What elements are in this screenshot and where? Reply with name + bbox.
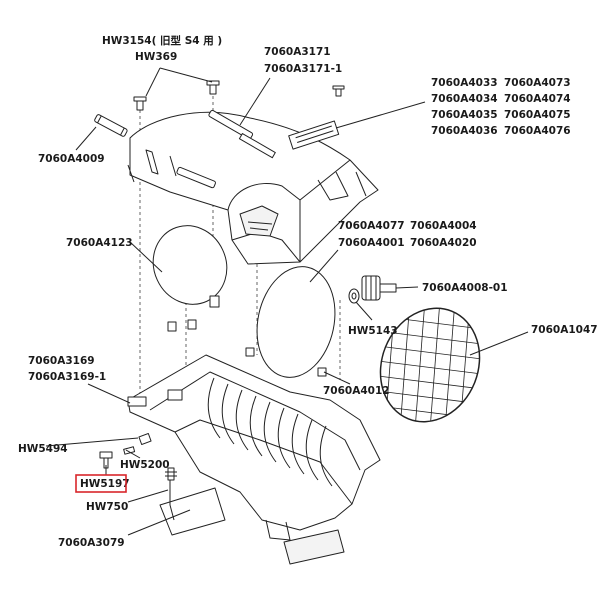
lower-base-housing: [127, 354, 381, 541]
label-hw750: HW750: [86, 501, 128, 513]
part-disc-4123: [152, 225, 228, 305]
label-7060a4077: 7060A4077: [338, 220, 405, 232]
bottom-panel: [159, 487, 345, 565]
label-7060a4008-01: 7060A4008-01: [422, 282, 508, 294]
label-7060a3171-1: 7060A3171-1: [264, 63, 342, 75]
label-hw5197: HW5197: [80, 478, 130, 490]
label-7060a4012: 7060A4012: [323, 385, 390, 397]
part-knob-4008: [348, 275, 397, 304]
parts-drawing: [94, 80, 491, 565]
part-strip-3171: [208, 109, 254, 140]
barrel-rod: [176, 166, 216, 189]
part-rod-4009: [94, 114, 128, 137]
label-hw5200: HW5200: [120, 459, 170, 471]
label-7060a4036: 7060A4036: [431, 125, 498, 137]
label-7060a4001: 7060A4001: [338, 237, 405, 249]
label-7060a4123: 7060A4123: [66, 237, 133, 249]
label-7060a4076: 7060A4076: [504, 125, 571, 137]
leader-lines: [45, 67, 529, 536]
label-7060a4020: 7060A4020: [410, 237, 477, 249]
highlight-box: [75, 474, 127, 493]
part-lens-4077: [256, 266, 336, 378]
label-7060a4073: 7060A4073: [504, 77, 571, 89]
label-7060a4004: 7060A4004: [410, 220, 477, 232]
lower-small-parts: [99, 433, 177, 521]
upper-barrel-housing: [127, 111, 379, 265]
label-7060a3169-1: 7060A3169-1: [28, 371, 106, 383]
part-labels: HW3154( 旧型 S4 用 ) HW369 7060A3171 7060A3…: [18, 34, 598, 549]
label-7060a1047: 7060A1047: [531, 324, 598, 336]
label-hw369: HW369: [135, 51, 177, 63]
label-7060a4034: 7060A4034: [431, 93, 498, 105]
label-7060a3079: 7060A3079: [58, 537, 125, 549]
label-7060a4009: 7060A4009: [38, 153, 105, 165]
label-7060a3169: 7060A3169: [28, 355, 95, 367]
label-7060a4033: 7060A4033: [431, 77, 498, 89]
strip-on-barrel: [238, 133, 276, 159]
part-grid-1047: [369, 299, 491, 431]
label-7060a4075: 7060A4075: [504, 109, 571, 121]
label-7060a3171: 7060A3171: [264, 46, 331, 58]
label-hw5143: HW5143: [348, 325, 398, 337]
label-hw3154: HW3154( 旧型 S4 用 ): [102, 34, 222, 47]
label-hw5494: HW5494: [18, 443, 68, 455]
part-plate-4033: [288, 120, 340, 150]
label-7060a4035: 7060A4035: [431, 109, 498, 121]
label-7060a4074: 7060A4074: [504, 93, 571, 105]
